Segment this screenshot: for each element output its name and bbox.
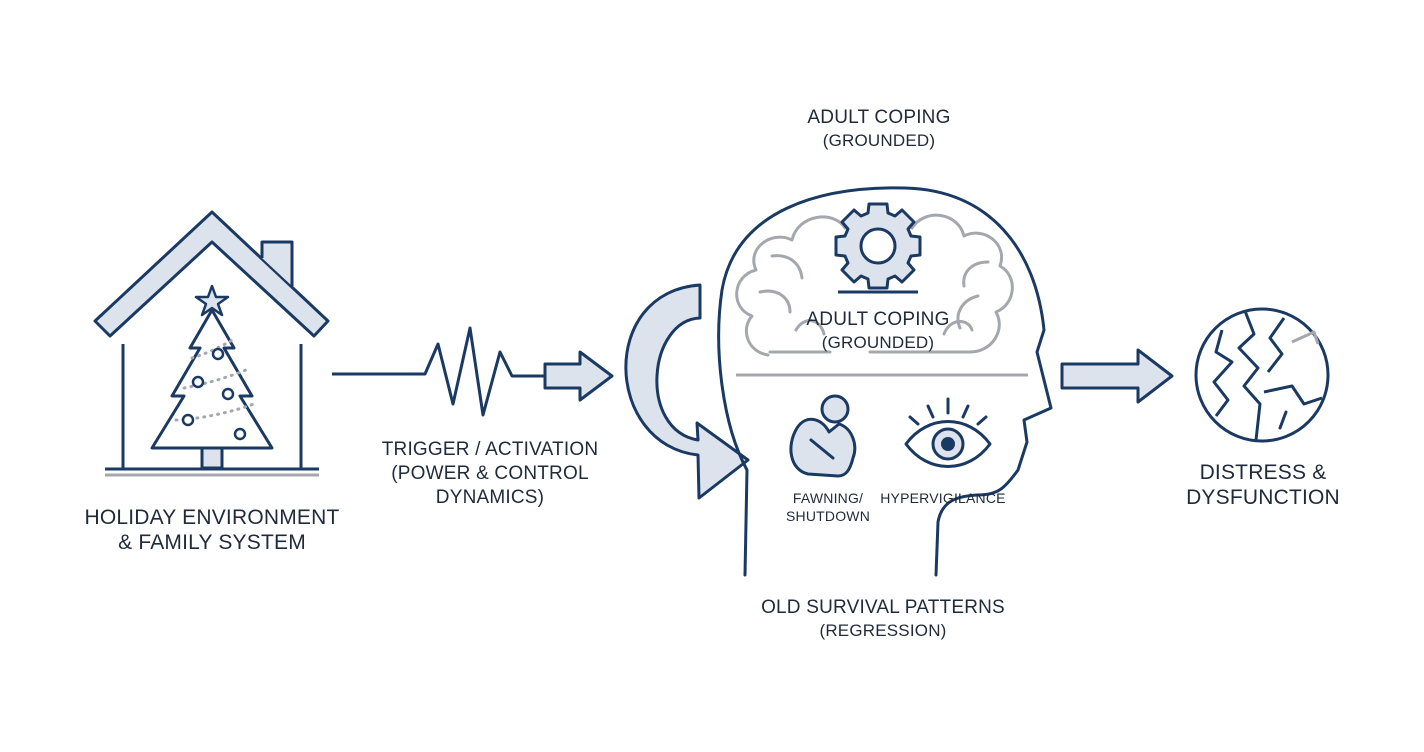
curved-arrow (624, 283, 750, 500)
fawning-label-line2: SHUTDOWN (785, 508, 871, 524)
environment-label-line1: HOLIDAY ENVIRONMENT (84, 506, 340, 529)
environment-label-line2: & FAMILY SYSTEM (118, 531, 306, 554)
environment-label: HOLIDAY ENVIRONMENT & FAMILY SYSTEM (70, 505, 354, 555)
trigger-label-line3: DYNAMICS) (435, 487, 545, 508)
old-survival-patterns-label: OLD SURVIVAL PATTERNS (REGRESSION) (728, 596, 1038, 642)
adult-coping-inner-label: ADULT COPING (GROUNDED) (768, 308, 988, 354)
hypervigilance-label-line1: HYPERVIGILANCE (880, 490, 1006, 506)
christmas-tree-icon (150, 284, 274, 470)
head-silhouette (717, 186, 1053, 577)
fawning-label: FAWNING/ SHUTDOWN (768, 489, 888, 525)
eye-icon (904, 397, 992, 468)
trigger-label-line1: TRIGGER / ACTIVATION (381, 439, 599, 460)
trigger-label: TRIGGER / ACTIVATION (POWER & CONTROL DY… (350, 438, 630, 510)
distress-label-line2: DYSFUNCTION (1186, 486, 1340, 509)
adult-coping-title-line1: ADULT COPING (807, 107, 951, 128)
house-with-tree-icon (93, 210, 330, 477)
adult-coping-title: ADULT COPING (GROUNDED) (769, 106, 989, 152)
fawning-label-line1: FAWNING/ (792, 490, 864, 506)
curled-up-person-icon (789, 394, 857, 478)
adult-coping-inner-line1: ADULT COPING (806, 309, 950, 330)
heartbeat-line-icon (332, 326, 545, 417)
distress-label-line1: DISTRESS & (1199, 461, 1327, 484)
gear-icon (834, 202, 922, 290)
trigger-label-line2: (POWER & CONTROL (391, 463, 589, 484)
trigger-arrow (543, 350, 614, 402)
hypervigilance-label: HYPERVIGILANCE (873, 489, 1013, 507)
old-patterns-line2: (REGRESSION) (819, 621, 947, 640)
adult-coping-inner-line2: (GROUNDED) (821, 333, 935, 352)
adult-coping-title-line2: (GROUNDED) (822, 131, 936, 150)
distress-label: DISTRESS & DYSFUNCTION (1160, 460, 1366, 510)
cracked-globe-icon (1194, 307, 1330, 443)
brain-icon (735, 213, 1014, 357)
distress-arrow (1060, 348, 1174, 404)
old-patterns-line1: OLD SURVIVAL PATTERNS (761, 597, 1005, 618)
